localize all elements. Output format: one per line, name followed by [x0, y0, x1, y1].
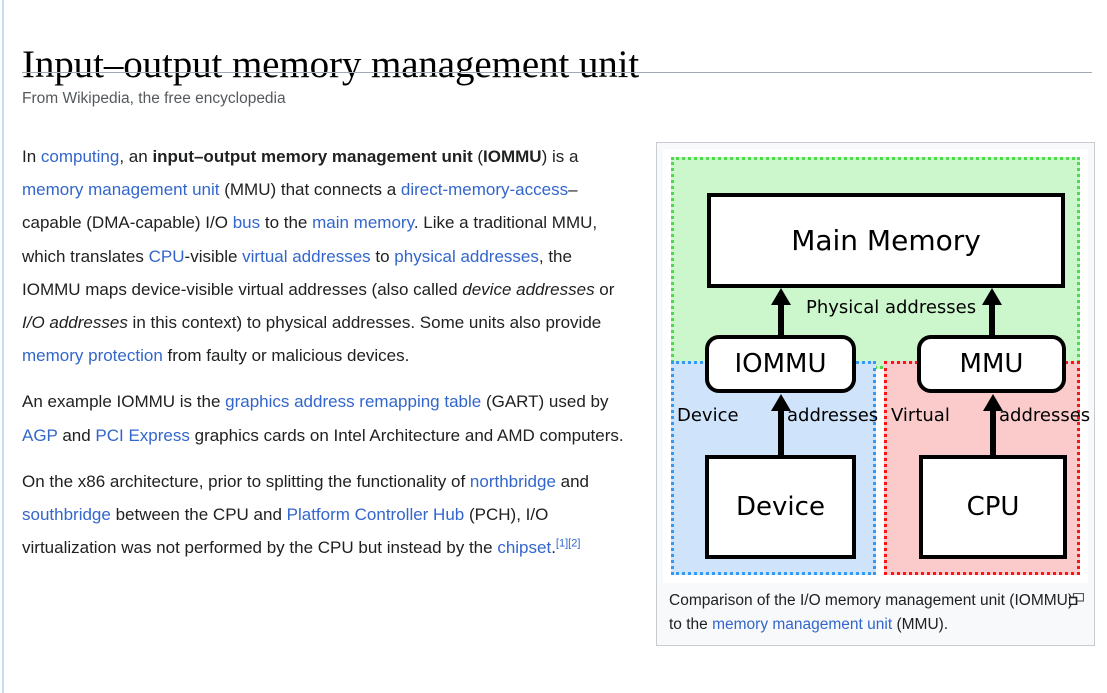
wiki-link[interactable]: virtual addresses — [242, 246, 371, 266]
arrowhead-device-to-iommu — [771, 394, 791, 411]
text-run: to the — [260, 213, 313, 233]
wiki-link[interactable]: direct-memory-access — [400, 180, 569, 200]
diagram-box-device: Device — [705, 455, 856, 559]
text-run: -visible — [184, 246, 243, 266]
text-run: On the x86 architecture, prior to splitt… — [22, 471, 470, 491]
arrow-cpu-to-mmu — [990, 411, 996, 457]
text-run: , the IOMMU maps device-visible virtual … — [22, 246, 572, 299]
arrowhead-mmu-to-main-memory — [982, 288, 1002, 305]
text-run: in this context) to physical addresses. … — [127, 313, 602, 333]
paragraph-1: In computing, an input–output memory man… — [22, 140, 630, 372]
wiki-link[interactable]: memory protection — [22, 346, 163, 366]
iommu-mmu-comparison-diagram: Physical addresses Device addresses Virt… — [663, 149, 1091, 583]
bold-term: input–output memory management unit — [152, 147, 473, 166]
text-run: In — [22, 147, 41, 166]
text-run: ( — [472, 147, 484, 166]
wiki-link[interactable]: computing — [40, 147, 120, 166]
text-run: between the CPU and — [110, 505, 287, 525]
text-run: . — [551, 538, 556, 558]
wiki-link[interactable]: chipset — [497, 538, 552, 558]
site-tagline: From Wikipedia, the free encyclopedia — [22, 90, 286, 107]
arrow-iommu-to-main-memory — [778, 305, 784, 337]
wiki-link[interactable]: CPU — [148, 246, 185, 266]
edge-label-device-addresses-word1: Device — [677, 405, 739, 426]
thumbnail-caption: Comparison of the I/O memory management … — [657, 583, 1094, 645]
text-run: graphics cards on Intel Architecture and… — [189, 425, 624, 445]
edge-label-virtual-addresses-word1: Virtual — [891, 405, 950, 426]
text-run: (MMU) that connects a — [219, 180, 401, 200]
text-run: from faulty or malicious devices. — [162, 346, 410, 366]
edge-label-virtual-addresses-word2: addresses — [999, 405, 1091, 426]
caption-text: Comparison of the I/O memory management … — [669, 592, 1073, 633]
image-thumbnail-frame: Physical addresses Device addresses Virt… — [656, 142, 1095, 646]
text-run: (GART) used by — [481, 392, 609, 412]
italic-term: I/O addresses — [22, 313, 128, 333]
text-run: and — [555, 471, 590, 491]
text-run: –capable (DMA-capable) I/O — [22, 180, 578, 233]
left-edge-rule — [2, 0, 4, 693]
wiki-link[interactable]: main memory — [312, 213, 414, 233]
wiki-link[interactable]: bus — [232, 213, 261, 233]
arrow-device-to-iommu — [778, 411, 784, 457]
title-divider — [22, 72, 1092, 73]
diagram-box-main-memory: Main Memory — [707, 193, 1065, 288]
arrowhead-cpu-to-mmu — [983, 394, 1003, 411]
paragraph-3: On the x86 architecture, prior to splitt… — [22, 465, 630, 565]
text-run: to — [370, 246, 395, 266]
arrow-mmu-to-main-memory — [989, 305, 995, 337]
wiki-link[interactable]: physical addresses — [394, 246, 539, 266]
arrowhead-iommu-to-main-memory — [771, 288, 791, 305]
text-run: and — [57, 425, 96, 445]
edge-label-physical-addresses: Physical addresses — [806, 297, 977, 318]
italic-term: device addresses — [462, 279, 595, 299]
wiki-link[interactable]: northbridge — [469, 471, 556, 491]
wiki-link[interactable]: Platform Controller Hub — [286, 505, 465, 525]
article-body: In computing, an input–output memory man… — [22, 140, 630, 577]
wiki-link[interactable]: memory management unit — [712, 616, 893, 633]
text-run: (PCH), I/O virtualization was not perfor… — [22, 505, 549, 558]
wiki-link[interactable]: southbridge — [22, 505, 111, 525]
text-run: (MMU). — [892, 616, 949, 633]
wiki-link[interactable]: memory management unit — [22, 180, 220, 200]
text-run: An example IOMMU is the — [22, 392, 226, 412]
text-run: ) is a — [541, 147, 579, 166]
bold-term: IOMMU — [483, 147, 542, 166]
text-run: , an — [119, 147, 153, 166]
diagram-box-iommu: IOMMU — [705, 335, 856, 393]
wiki-link[interactable]: graphics address remapping table — [225, 392, 482, 412]
text-run: or — [594, 279, 615, 299]
wiki-link[interactable]: AGP — [22, 425, 58, 445]
paragraph-2: An example IOMMU is the graphics address… — [22, 385, 630, 451]
text-run: . Like a traditional MMU, which translat… — [22, 213, 598, 266]
text-run: Comparison of the I/O memory management … — [669, 592, 1073, 633]
enlarge-icon[interactable] — [1069, 593, 1084, 605]
diagram-box-mmu: MMU — [917, 335, 1066, 393]
page-title: Input–output memory management unit — [22, 43, 640, 87]
edge-label-device-addresses-word2: addresses — [787, 405, 879, 426]
reference-citation[interactable]: [1][2] — [555, 537, 581, 550]
diagram-box-cpu: CPU — [919, 455, 1067, 559]
wiki-link[interactable]: PCI Express — [95, 425, 190, 445]
